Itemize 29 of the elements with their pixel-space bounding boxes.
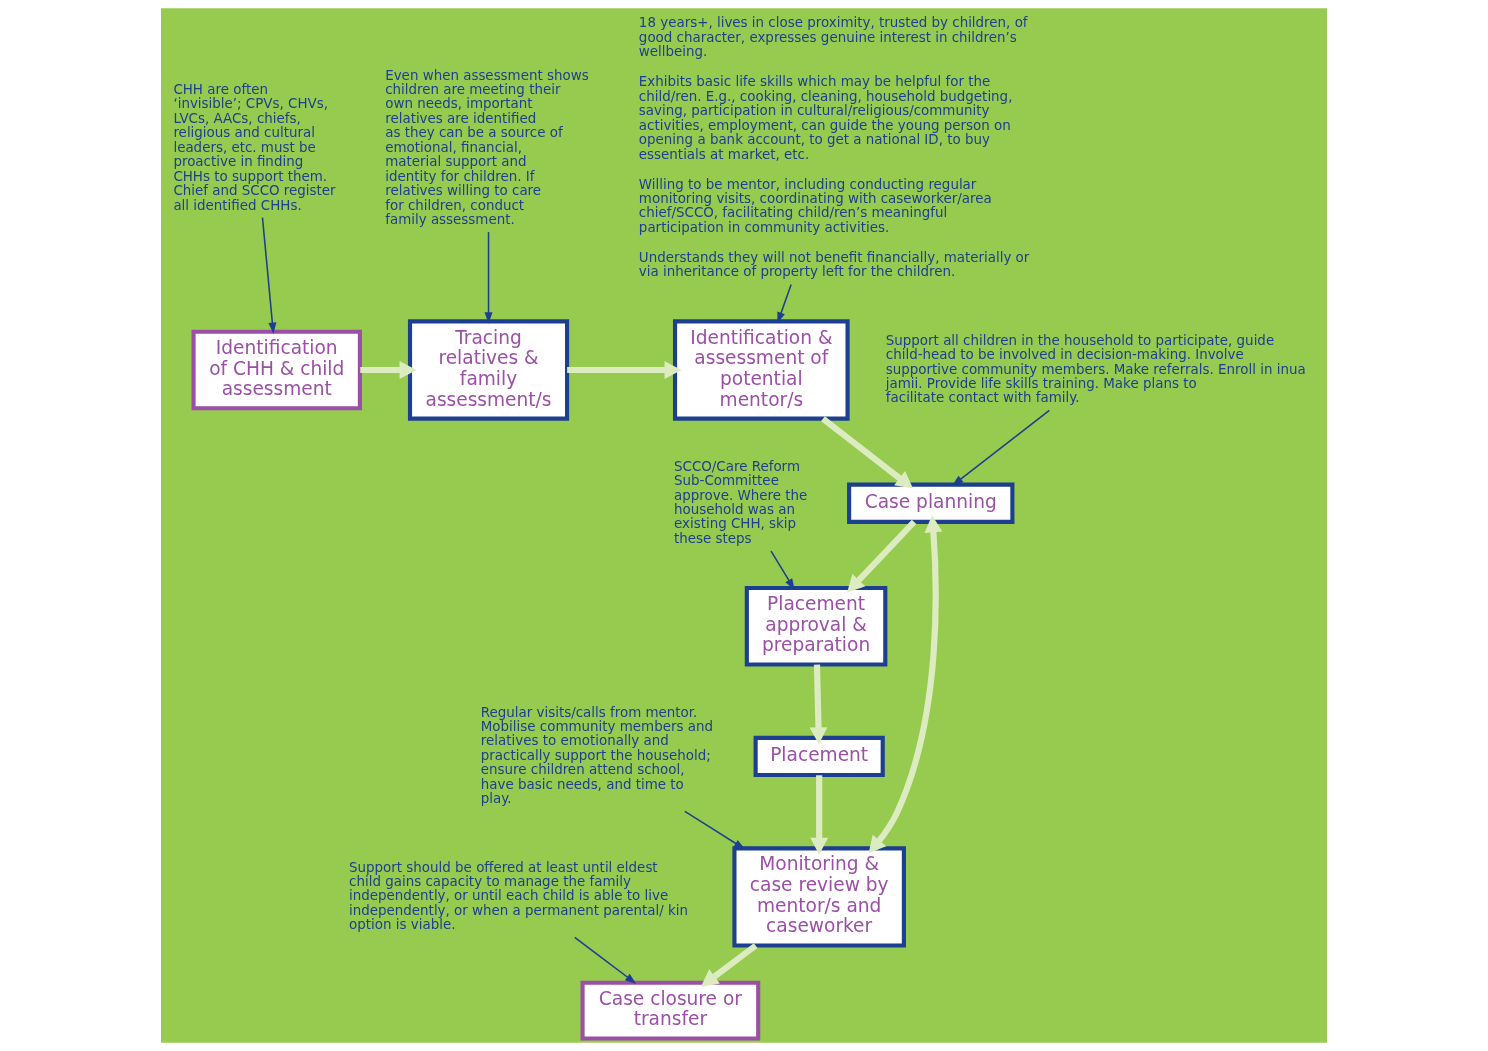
node-text: Support should be offered at least until eldest child gains capacity to manage the family independently, or until each child is able to live independently, or when a permanent parental/ kin option is viable. [349, 859, 689, 933]
arrow [360, 361, 417, 379]
arrow [847, 519, 917, 593]
node-text: CHH are often ‘invisible’; CPVs, CHVs, LVCs, AACs, chiefs, religious and cultural leaders, etc. must be proactive in finding CHHs to support them. Chief and SCCO register all identified CHHs. [173, 82, 336, 213]
arrow [777, 283, 792, 324]
node-box: Identification of CHH & child assessment [191, 329, 362, 411]
node-text: Support all children in the household to participate, guide child-head to be involved in decision-making. Involve supportive community members. Make referrals. Enroll in inua jamii. Provide life skills training. Make plans to facilitate contact with family. [885, 332, 1306, 406]
node-box: Identification & assessment of potential mentor/s [672, 319, 850, 421]
arrow [484, 231, 493, 324]
node-box: Placement approval & preparation [744, 585, 888, 667]
arrow [810, 775, 829, 855]
arrow [684, 810, 746, 850]
arrow [261, 216, 277, 335]
node-text: 18 years+, lives in close proximity, trusted by children, of good character, expresses genuine interest in children’s wellbeing. Exhibits basic life skills which may be helpful for the child/ren. E.g., cooking, cleaning, household budgeting, saving, participation in cultural/religious/community activities, employment, can guide the young person on opening a bank account, to get a national ID, to buy essentials at market, etc. Willing to be mentor, including conducting regular monitoring visits, coordinating with caseworker/area chief/SCCO, facilitating child/ren’s meaningful participation in community activities. Understands they will not benefit financially, materially or via inheritance of property left for the children. [638, 15, 1030, 280]
arrow [567, 361, 682, 379]
node-box: Placement [753, 735, 885, 778]
node-box: Case closure or transfer [580, 980, 761, 1041]
node-text: Regular visits/calls from mentor. Mobilise community members and relatives to emotionally and practically support the household; ensure children attend school, have basic needs, and time to play. [480, 704, 713, 807]
arrow [821, 416, 914, 489]
node-text: SCCO/Care Reform Sub-Committee approve. Where the household was an existing CHH, skip these steps [674, 458, 808, 546]
node-box: Case planning [847, 482, 1015, 524]
node-box: Tracing relatives & family assessment/s [407, 319, 570, 421]
arrow [951, 409, 1051, 486]
arrow [868, 515, 943, 854]
node-text: Even when assessment shows children are meeting their own needs, important relatives are identified as they can be a source of emotional, financial, material support and identity for children. If relatives willing to care for children, conduct family assessment. [385, 67, 589, 228]
arrow [573, 936, 637, 984]
node-box: Monitoring & case review by mentor/s and caseworker [732, 846, 906, 948]
arrow [809, 664, 828, 745]
arrow [700, 943, 758, 987]
